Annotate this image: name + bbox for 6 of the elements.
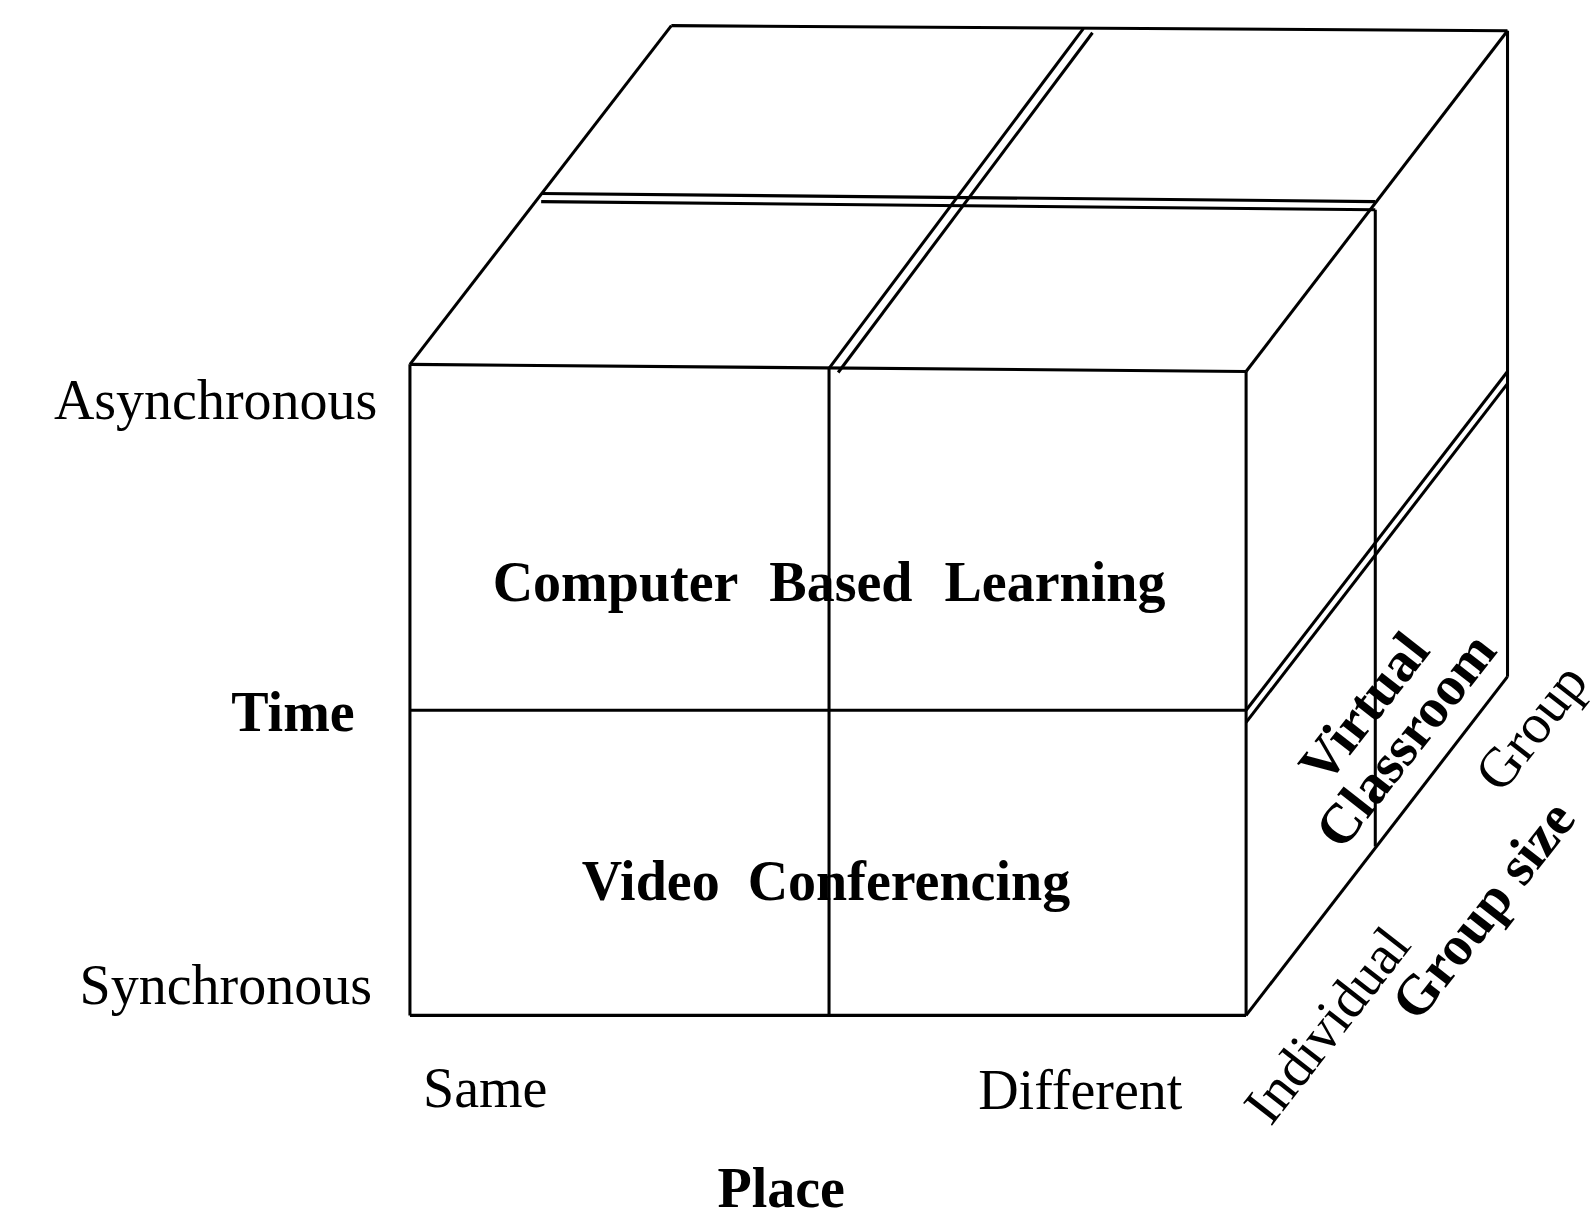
axis-value-label: Asynchronous (53, 370, 378, 430)
axis-title: Time (231, 682, 355, 742)
axis-value-label: Different (978, 1061, 1183, 1120)
axis-value-label: Synchronous (79, 955, 373, 1015)
axis-title: Place (717, 1158, 845, 1218)
axis-value-label: Same (423, 1059, 548, 1118)
